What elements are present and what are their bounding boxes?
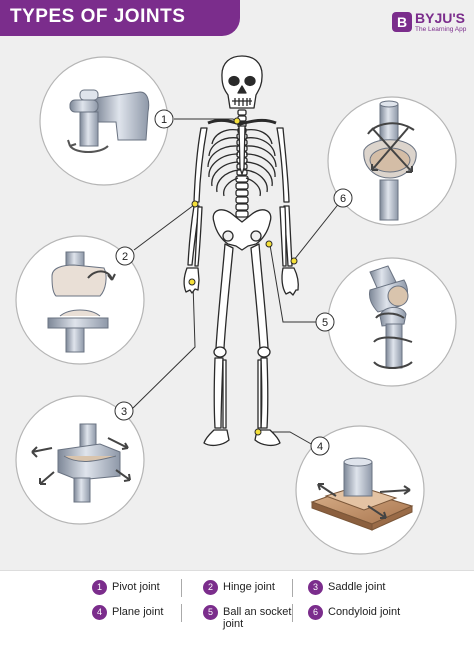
forearm-left-2: [194, 206, 203, 267]
marker-ball-socket-joint: [265, 240, 273, 248]
callout-badge-2: 2: [115, 246, 135, 266]
legend-label-5: Ball an socket joint: [223, 606, 292, 630]
joint-illustration-circles: [15, 56, 457, 555]
saddle-joint-model: [31, 423, 131, 503]
femur-left: [215, 243, 234, 349]
foot-right: [254, 429, 281, 447]
legend-divider: [292, 579, 293, 597]
legend-label-3: Saddle joint: [328, 581, 386, 593]
legend-divider: [181, 604, 182, 622]
skull: [221, 55, 263, 109]
marker-hinge-joint: [191, 200, 199, 208]
foot-left: [203, 429, 230, 447]
page-title: TYPES OF JOINTS: [10, 6, 186, 27]
callout-badge-4: 4: [310, 436, 330, 456]
shin-right: [260, 357, 269, 429]
leader-line-2: [133, 204, 195, 251]
shin-left-2: [222, 359, 227, 429]
rib-cage: [207, 128, 277, 197]
legend-label-1: Pivot joint: [112, 581, 160, 593]
legend-number-4: 4: [92, 605, 107, 620]
callout-number-4: 4: [317, 441, 323, 453]
diagram-canvas: 1 2 3 4 5 6: [15, 55, 457, 555]
femur-right: [250, 243, 269, 349]
pelvis-opening-right: [250, 230, 262, 242]
pivot-joint-model: [67, 89, 150, 153]
legend-label-4: Plane joint: [112, 606, 164, 618]
upper-arm-right: [276, 127, 290, 203]
legend-divider: [181, 579, 182, 597]
callout-badges: 1 2 3 4 5 6: [114, 109, 353, 456]
hinge-joint-model: [47, 251, 116, 353]
ball-socket-joint-model: [369, 265, 413, 369]
marker-saddle-joint: [188, 278, 196, 286]
callout-badge-1: 1: [154, 109, 174, 129]
legend-label-2: Hinge joint: [223, 581, 275, 593]
marker-plane-joint: [254, 428, 262, 436]
callout-number-2: 2: [122, 251, 128, 263]
forearm-right-2: [279, 206, 287, 267]
legend-number-3: 3: [308, 580, 323, 595]
callout-number-3: 3: [121, 406, 127, 418]
plane-joint-model: [310, 457, 414, 531]
kneecap-left: [213, 346, 227, 358]
hand-right: [281, 267, 299, 296]
marker-condyloid-joint: [290, 257, 298, 265]
kneecap-right: [257, 346, 271, 358]
callout-number-1: 1: [161, 114, 167, 126]
nasal-cavity: [237, 85, 247, 94]
condyloid-joint-model: [363, 100, 417, 221]
marker-pivot-joint: [233, 117, 241, 125]
title-banner: TYPES OF JOINTS: [0, 0, 240, 36]
legend-number-6: 6: [308, 605, 323, 620]
leader-line-6: [293, 201, 341, 261]
callout-badge-3: 3: [114, 401, 134, 421]
clavicles: [207, 118, 277, 126]
brand-mark-icon: B: [392, 12, 412, 32]
legend-number-2: 2: [203, 580, 218, 595]
callout-number-5: 5: [322, 317, 328, 329]
shin-right-2: [257, 359, 262, 429]
sternum: [238, 125, 246, 175]
brand-tagline: The Learning App: [415, 26, 467, 33]
eye-socket-left: [228, 75, 240, 87]
brand-name: BYJU'S: [415, 10, 466, 26]
legend-label-6: Condyloid joint: [328, 606, 401, 618]
joint-legend: 1 Pivot joint 2 Hinge joint 3 Saddle joi…: [0, 570, 474, 645]
leader-line-3: [132, 282, 196, 409]
shin-left: [213, 357, 224, 429]
callout-badge-6: 6: [333, 188, 353, 208]
legend-number-1: 1: [92, 580, 107, 595]
callout-number-6: 6: [340, 193, 346, 205]
leader-line-5: [269, 244, 317, 323]
skeleton-illustration: [183, 55, 299, 447]
callout-badge-5: 5: [315, 312, 335, 332]
pelvis-opening-left: [222, 230, 234, 242]
joint-markers: [188, 117, 298, 436]
teeth: [232, 98, 252, 106]
hinge-illustration-circle: [15, 235, 145, 365]
legend-divider: [292, 604, 293, 622]
upper-arm-left: [193, 127, 208, 203]
eye-socket-right: [244, 75, 256, 87]
legend-number-5: 5: [203, 605, 218, 620]
